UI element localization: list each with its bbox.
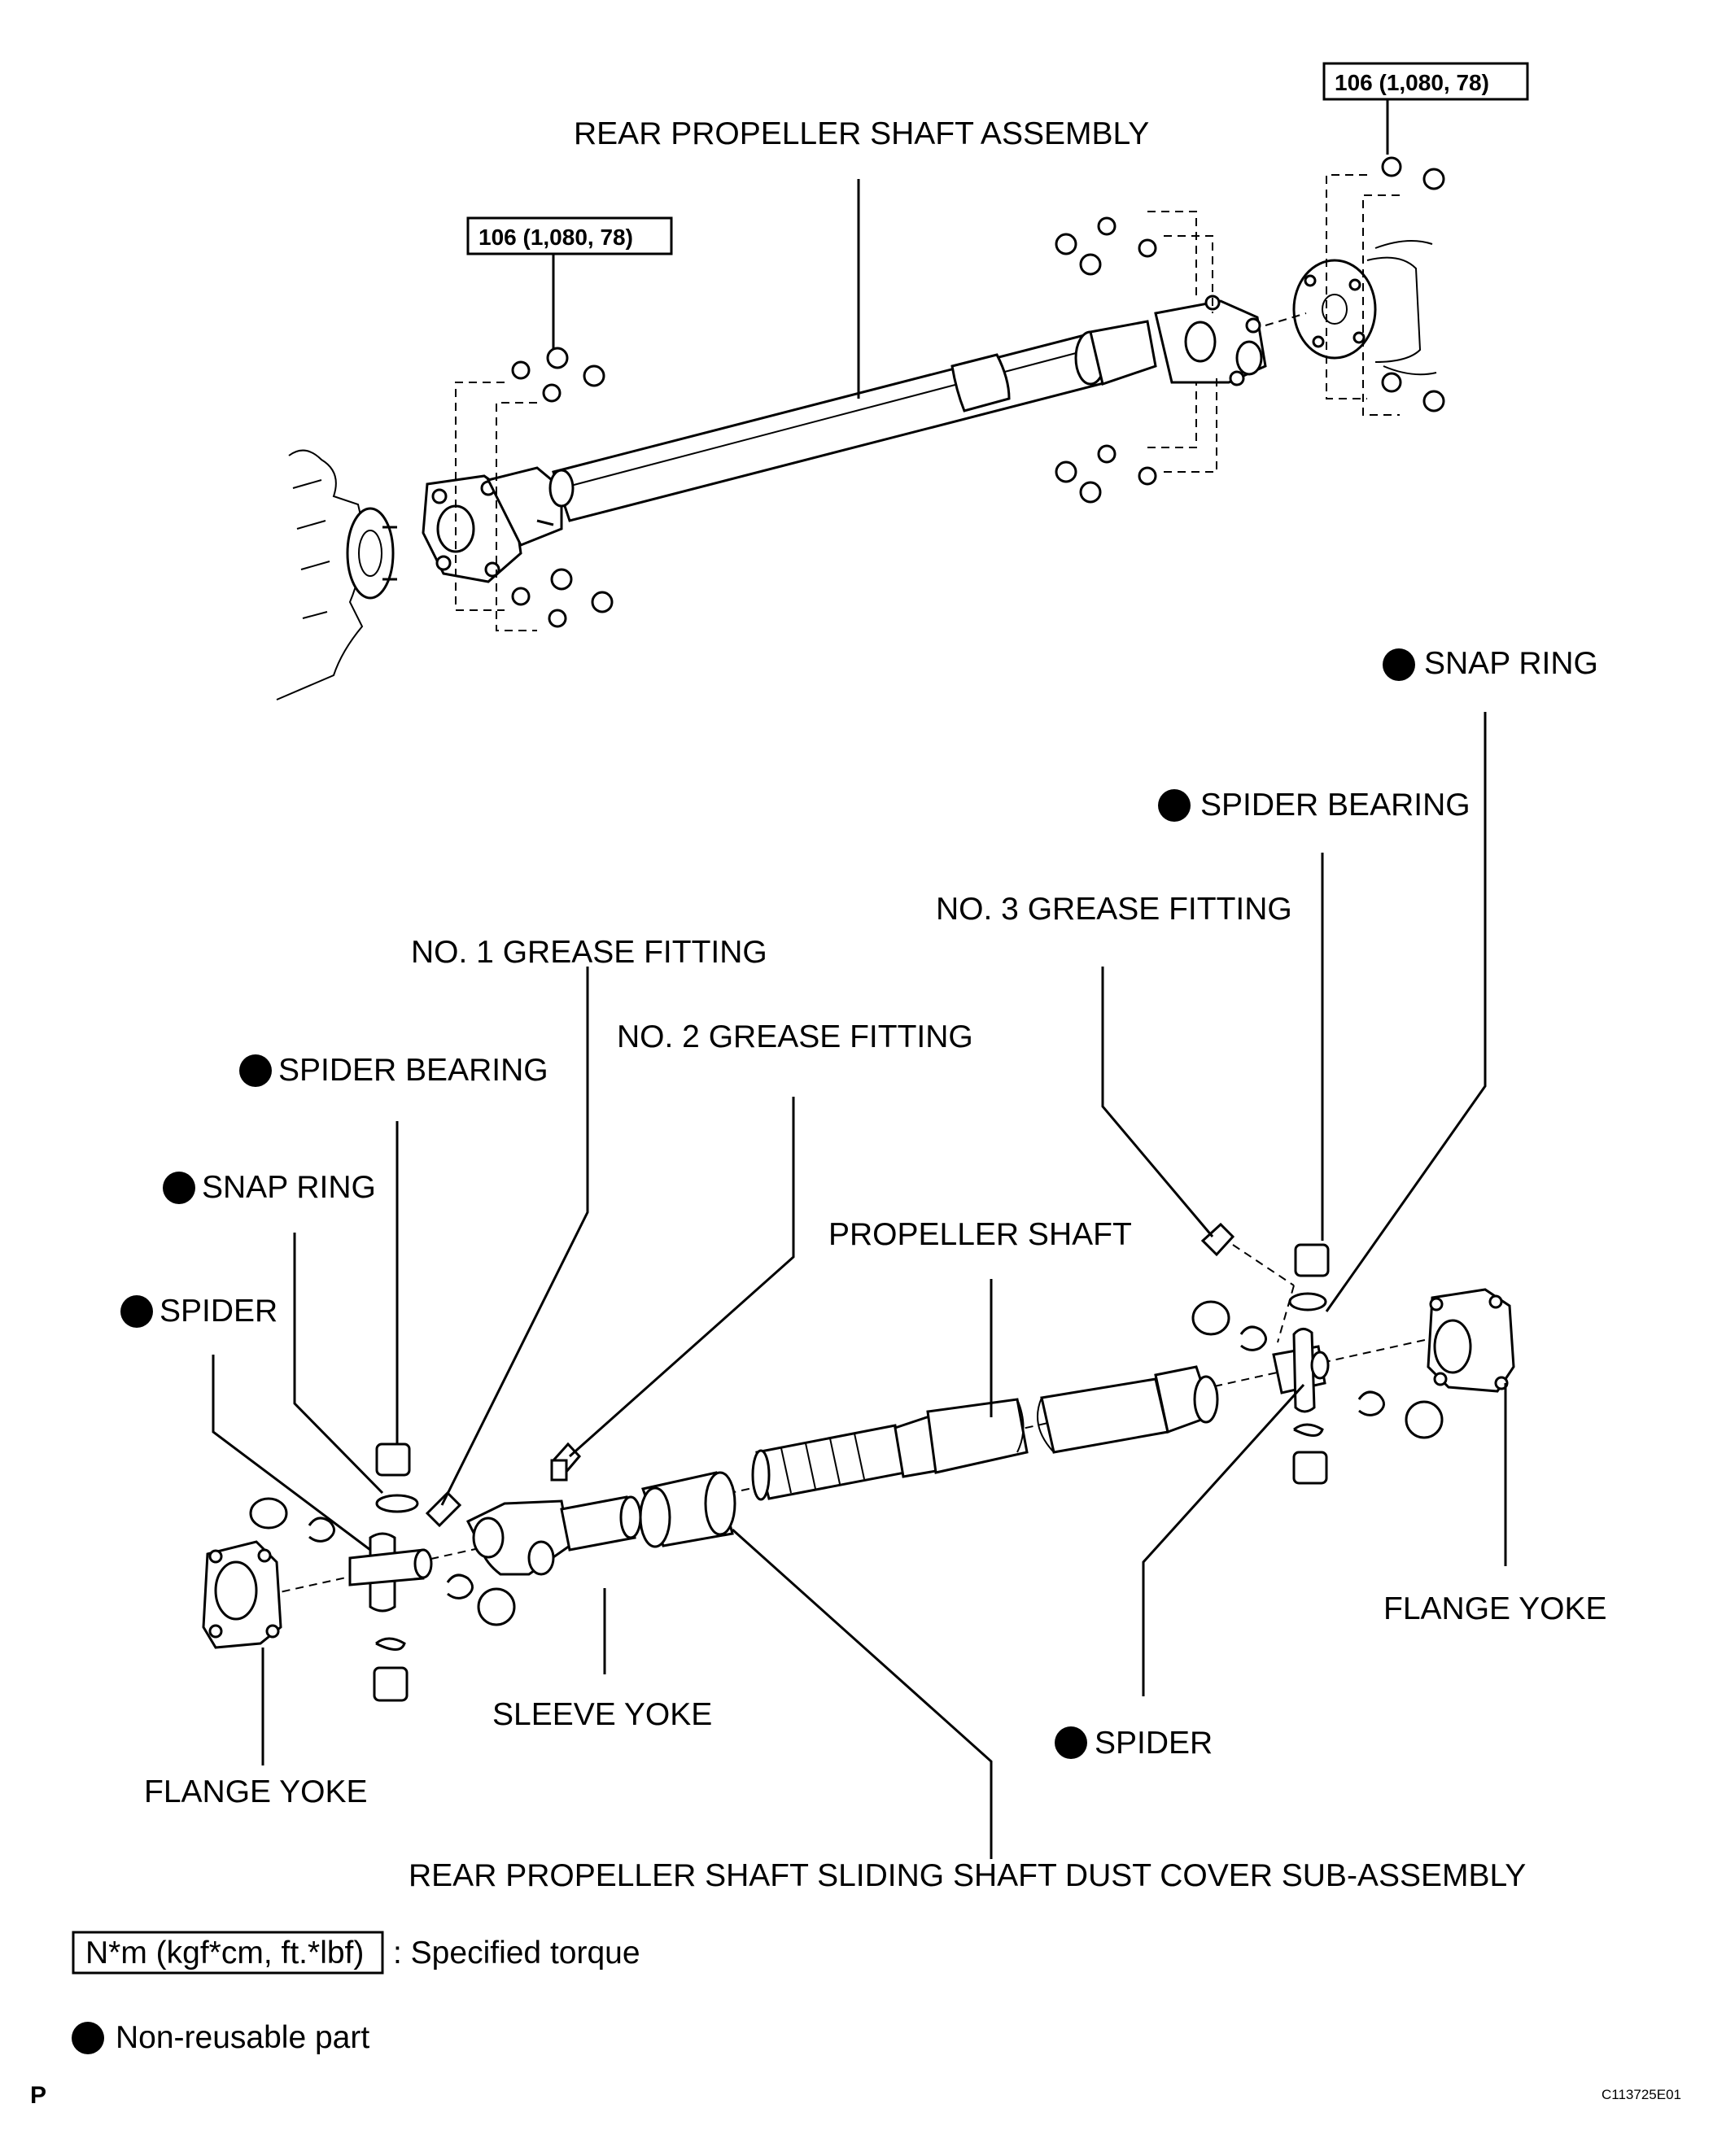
legend-non-reusable-text: Non-reusable part <box>116 2020 369 2055</box>
shaft-tube <box>552 320 1157 522</box>
label-snap-ring-left: SNAP RING <box>202 1170 376 1205</box>
label-propeller-shaft: PROPELLER SHAFT <box>828 1217 1132 1252</box>
no2-grease-fitting-part <box>550 1442 582 1482</box>
non-reusable-dot-snap-ring-right <box>1383 648 1415 681</box>
left-spider-group <box>249 1442 516 1702</box>
companion-flange-nuts <box>1326 156 1445 416</box>
non-reusable-dot-spider-bearing-right <box>1158 789 1191 822</box>
right-flange-yoke-assembled <box>1154 295 1267 386</box>
no1-grease-fitting-part <box>425 1490 462 1528</box>
label-sleeve-yoke: SLEEVE YOKE <box>492 1697 712 1732</box>
torque-value-right: 106 (1,080, 78) <box>1335 70 1489 95</box>
transfer-companion-flange <box>1292 240 1437 376</box>
figure-code: C113725E01 <box>1602 2087 1681 2102</box>
torque-value-left: 106 (1,080, 78) <box>479 225 633 250</box>
right-spider-group <box>1191 1243 1444 1485</box>
label-no1-grease-fitting: NO. 1 GREASE FITTING <box>411 935 767 970</box>
propeller-shaft-part <box>751 1365 1219 1501</box>
label-flange-yoke-right: FLANGE YOKE <box>1383 1591 1607 1626</box>
leader-lines <box>212 712 1507 1859</box>
legend: N*m (kgf*cm, ft.*lbf) : Specified torque… <box>72 1931 640 2055</box>
label-no2-grease-fitting: NO. 2 GREASE FITTING <box>617 1019 973 1054</box>
exploded-components <box>202 1222 1515 1702</box>
label-rear-propeller-shaft-assembly: REAR PROPELLER SHAFT ASSEMBLY <box>574 116 1149 151</box>
legend-torque-box <box>72 1931 384 1975</box>
label-no3-grease-fitting: NO. 3 GREASE FITTING <box>936 892 1292 927</box>
label-spider-bearing-right: SPIDER BEARING <box>1200 788 1470 823</box>
sleeve-yoke-part <box>465 1495 642 1576</box>
left-flange-yoke-assembled <box>422 466 575 583</box>
legend-torque-description: : Specified torque <box>393 1936 640 1971</box>
corner-mark: P <box>30 2082 46 2109</box>
label-spider-left: SPIDER <box>160 1294 277 1329</box>
non-reusable-dot-snap-ring-left <box>163 1172 195 1204</box>
no3-grease-fitting-part <box>1200 1222 1295 1343</box>
label-dust-cover: REAR PROPELLER SHAFT SLIDING SHAFT DUST … <box>409 1858 1526 1893</box>
non-reusable-dot-spider-right <box>1055 1726 1087 1759</box>
non-reusable-dot-legend <box>72 2022 104 2054</box>
non-reusable-dot-spider-left <box>120 1295 153 1328</box>
dust-cover-part <box>639 1471 736 1548</box>
torque-box-left <box>466 216 673 255</box>
torque-box-right <box>1322 62 1529 101</box>
label-snap-ring-right: SNAP RING <box>1424 646 1598 681</box>
rear-propeller-shaft-assembly-drawing <box>276 156 1445 700</box>
right-flange-yoke-part <box>1427 1288 1515 1393</box>
label-spider-right: SPIDER <box>1095 1726 1213 1761</box>
non-reusable-dot-spider-bearing-left <box>239 1054 272 1087</box>
left-flange-nuts <box>455 347 614 631</box>
right-flange-bolts <box>1055 211 1217 504</box>
label-flange-yoke-left: FLANGE YOKE <box>144 1774 368 1809</box>
left-flange-yoke-part <box>202 1540 282 1649</box>
label-spider-bearing-left: SPIDER BEARING <box>278 1053 548 1088</box>
differential-housing-sketch <box>276 449 397 700</box>
legend-torque-units: N*m (kgf*cm, ft.*lbf) <box>85 1936 364 1971</box>
